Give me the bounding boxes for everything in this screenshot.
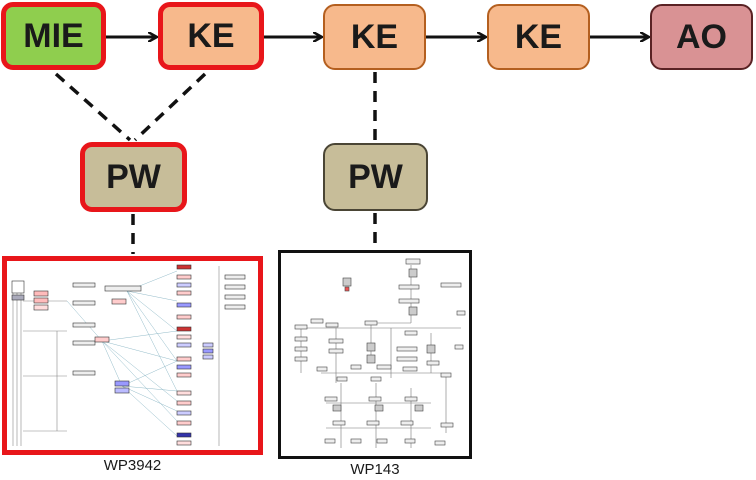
ao-node: AO — [650, 4, 753, 70]
pathway-node-2: PW — [323, 143, 428, 211]
ke-node-2-label: KE — [350, 17, 399, 56]
mie-node-label: MIE — [23, 16, 84, 55]
pathway-label-wp3942: WP3942 — [103, 457, 162, 474]
dashed-link-mie-pw1 — [54, 72, 132, 142]
dashed-link-ke1-pw1 — [133, 72, 207, 142]
pathway-thumbnail-wp3942 — [2, 256, 263, 455]
pathway-node-2-label: PW — [348, 157, 403, 196]
pathway-diagram-wp143 — [294, 258, 466, 448]
ao-node-label: AO — [676, 17, 727, 56]
mie-node: MIE — [1, 2, 106, 70]
ke-node-2: KE — [323, 4, 426, 70]
ke-node-3-label: KE — [514, 17, 563, 56]
pathway-node-1: PW — [80, 142, 187, 212]
ke-node-1-label: KE — [187, 16, 235, 55]
pathway-node-1-label: PW — [106, 157, 161, 196]
pathway-thumbnail-wp143 — [278, 250, 472, 459]
ke-node-1: KE — [158, 2, 264, 70]
ke-node-3: KE — [487, 4, 590, 70]
pathway-label-wp143: WP143 — [350, 461, 400, 478]
pathway-diagram-wp3942 — [11, 264, 246, 446]
